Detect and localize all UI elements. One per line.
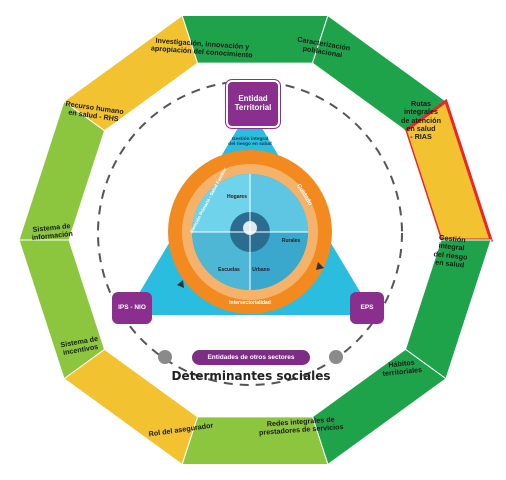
wheel-quadrant-bl [192, 232, 250, 290]
center-item-hogares: Hogares [226, 194, 247, 200]
outer-decagon-ring [18, 14, 494, 466]
entidad-territorial-box: Entidad Territorial [226, 80, 280, 128]
bottom-pill-label: Entidades de otros sectores [207, 354, 295, 361]
center-item-escuelas: Escuelas [218, 267, 240, 273]
eps-box: EPS [350, 292, 384, 324]
ips-box: IPS - NIO [112, 292, 152, 324]
ring-label-gestion: Gestión integral del riesgo en salud [433, 232, 468, 270]
arc-label-bottom: Intersectorialidad [229, 300, 271, 306]
bottom-title: Determinantes sociales [171, 369, 331, 383]
bottom-pill-bg [192, 350, 310, 365]
wheel-quadrant-tr [250, 174, 308, 232]
triangle-caption: Gestión integral del riesgo en salud [228, 137, 272, 147]
arrow-ring-icon-2 [177, 280, 184, 288]
center-item-urbano: Urbano [252, 267, 270, 273]
dashed-orbit-circle [97, 80, 403, 386]
arrow-ring-icon [316, 262, 324, 270]
ring-label-rias: Rutas integrales de atención en salud - … [401, 99, 441, 142]
wheel-quadrant-br [250, 232, 308, 290]
center-item-rurales: Rurales [281, 238, 301, 244]
left-dot [158, 350, 172, 364]
wheel-quadrant-tl [192, 174, 250, 232]
right-dot [329, 350, 343, 364]
